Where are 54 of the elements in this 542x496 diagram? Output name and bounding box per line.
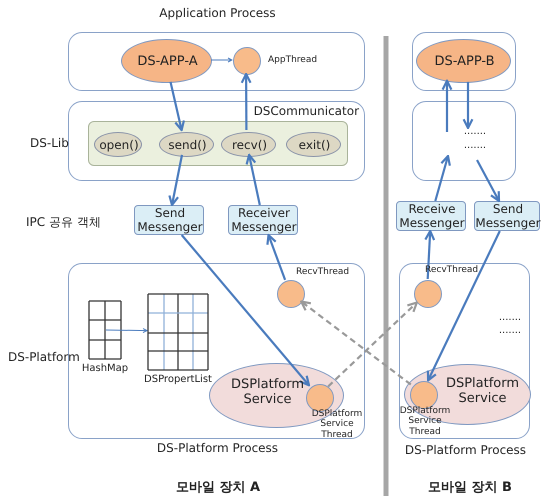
- process-box: [68, 101, 365, 181]
- arrow: [180, 234, 310, 386]
- node-label: recv(): [230, 136, 268, 154]
- dashed-arrow: [300, 300, 412, 386]
- layer-label: IPC 공유 객체: [26, 214, 101, 231]
- device-caption: 모바일 장치 A: [176, 479, 260, 496]
- method-ellipse: [286, 132, 341, 157]
- arrow: [476, 159, 500, 202]
- process-box: [412, 101, 516, 181]
- arrow: [210, 58, 232, 62]
- group-title: DS-Platform Process: [156, 442, 280, 456]
- node-label: Receiver Messenger: [230, 206, 298, 236]
- dashed-arrow: [327, 302, 418, 388]
- arrow: [424, 230, 436, 280]
- node-label: send(): [167, 136, 208, 154]
- ellipsis-text: .......: [498, 312, 522, 324]
- node-label: open(): [98, 136, 140, 154]
- arrow: [426, 230, 501, 382]
- ellipsis-text: .......: [462, 140, 488, 152]
- node-label: DS-APP-B: [433, 52, 496, 71]
- node-label: DSPlatform Service: [230, 378, 306, 408]
- node-label: DSPlatform Service: [444, 377, 520, 406]
- application-ellipse: [416, 39, 511, 83]
- arrow: [434, 154, 451, 202]
- group-title: DSCommunicator: [252, 105, 359, 119]
- arrow: [240, 72, 252, 130]
- group-title: Application Process: [158, 7, 277, 21]
- thread-label: AppThread: [268, 55, 318, 66]
- ellipsis-text: .......: [498, 325, 522, 336]
- ellipsis-text: .......: [462, 126, 488, 138]
- arrow: [266, 234, 286, 280]
- method-ellipse: [94, 132, 142, 157]
- node-label: DS-APP-A: [136, 52, 199, 71]
- method-group-box: [88, 121, 348, 166]
- group-title: HashMap: [80, 363, 130, 374]
- method-ellipse: [159, 132, 214, 157]
- thread-label: RecvThread: [296, 267, 350, 278]
- group-title: DSPropertList: [143, 374, 213, 386]
- arrow: [106, 328, 148, 334]
- node-label: Send Messenger: [475, 202, 541, 232]
- node-label: Send Messenger: [136, 206, 204, 236]
- arrow: [246, 154, 261, 206]
- arrow: [462, 82, 474, 130]
- layer-label: DS-Lib: [30, 136, 69, 150]
- layer-label: DS-Platform: [8, 350, 80, 364]
- arrow: [169, 82, 186, 132]
- ellipsis-text: DS-Platform Process: [404, 444, 528, 458]
- method-ellipse: [221, 132, 276, 157]
- node-label: Receive Messenger: [398, 202, 466, 232]
- process-box: [412, 32, 516, 91]
- device-caption: 모바일 장치 B: [428, 479, 512, 496]
- arrow: [442, 80, 452, 132]
- arrow: [168, 154, 184, 206]
- node-label: exit(): [298, 136, 332, 154]
